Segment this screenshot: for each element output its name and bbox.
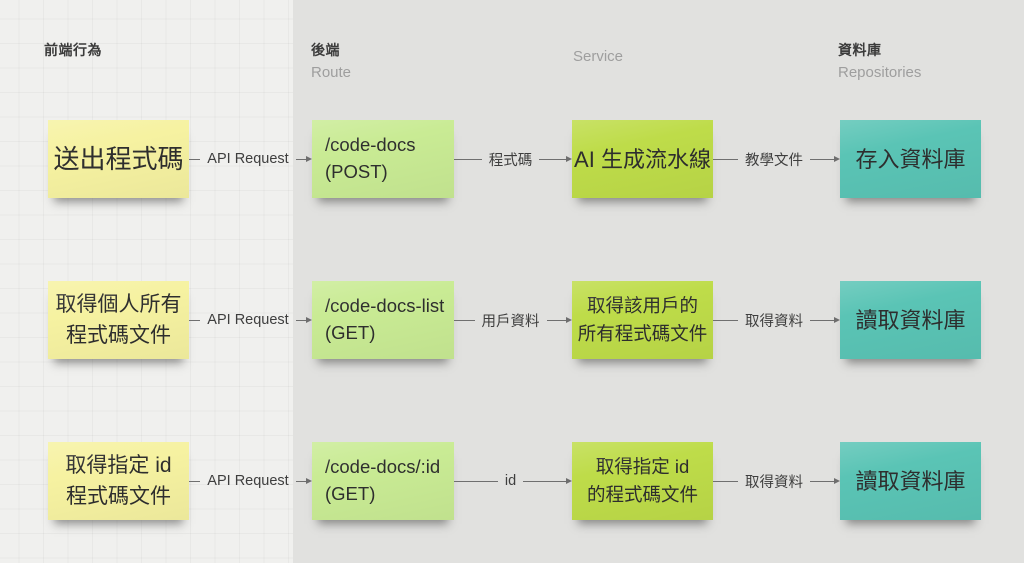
connector-frontend-route[interactable]: API Request <box>189 281 313 359</box>
connector-service-repository[interactable]: 取得資料 <box>713 281 840 359</box>
note-text: 取得指定 id <box>65 453 172 477</box>
arrowhead-icon <box>306 156 313 162</box>
column-subtitle: Route <box>311 64 352 81</box>
connector-line <box>454 480 498 482</box>
connector-label: 用戶資料 <box>481 313 540 330</box>
connector-route-service[interactable]: 程式碼 <box>454 120 572 198</box>
arrowhead-icon <box>834 317 840 323</box>
connector-line <box>546 319 567 321</box>
column-title: 資料庫 <box>838 42 882 58</box>
sticky-note-service[interactable]: 取得該用戶的所有程式碼文件 <box>572 281 713 359</box>
connector-line <box>454 158 482 160</box>
connector-label: API Request <box>207 151 289 167</box>
sticky-note-repository[interactable]: 存入資料庫 <box>840 120 981 198</box>
note-text: /code-docs-list <box>325 295 445 317</box>
column-header-repository: 資料庫 Repositories <box>838 42 921 83</box>
column-title: 後端 <box>311 42 340 58</box>
connector-line <box>295 319 308 321</box>
note-text: 送出程式碼 <box>53 143 184 174</box>
note-text: (GET) <box>325 322 376 343</box>
note-text: 程式碼文件 <box>66 485 171 508</box>
connector-line <box>189 480 201 482</box>
column-header-service: Service <box>573 42 623 67</box>
note-text: 的程式碼文件 <box>586 484 698 505</box>
connector-line <box>189 319 201 321</box>
connector-line <box>713 319 738 321</box>
column-header-frontend: 前端行為 <box>44 42 102 58</box>
sticky-note-service[interactable]: AI 生成流水線 <box>572 120 713 198</box>
flow-row: 送出程式碼 API Request /code-docs (POST) 程式碼 A… <box>0 120 1024 198</box>
arrowhead-icon <box>566 156 572 162</box>
note-text: 程式碼文件 <box>66 324 171 347</box>
note-text: (POST) <box>325 161 388 182</box>
connector-line <box>189 158 201 160</box>
note-text: AI 生成流水線 <box>574 146 711 172</box>
note-text: (GET) <box>325 483 376 504</box>
connector-service-repository[interactable]: 教學文件 <box>713 120 840 198</box>
sticky-note-frontend[interactable]: 取得個人所有程式碼文件 <box>48 281 189 359</box>
column-title: 前端行為 <box>44 42 102 58</box>
arrowhead-icon <box>306 478 313 484</box>
sticky-note-frontend[interactable]: 送出程式碼 <box>48 120 189 198</box>
note-text: 讀取資料庫 <box>855 307 966 333</box>
note-text: 讀取資料庫 <box>855 468 966 494</box>
sticky-note-route[interactable]: /code-docs/:id (GET) <box>312 442 454 520</box>
note-text: /code-docs <box>325 134 416 156</box>
connector-label: API Request <box>207 473 289 489</box>
arrowhead-icon <box>566 478 573 484</box>
connector-frontend-route[interactable]: API Request <box>189 120 313 198</box>
connector-frontend-route[interactable]: API Request <box>189 442 313 520</box>
connector-label: 教學文件 <box>745 152 803 169</box>
sticky-note-frontend[interactable]: 取得指定 id 程式碼文件 <box>48 442 189 520</box>
flow-row: 取得指定 id 程式碼文件 API Request /code-docs/:id (… <box>0 442 1024 520</box>
note-text: 取得指定 id <box>595 456 690 478</box>
arrowhead-icon <box>566 317 572 323</box>
arrowhead-icon <box>834 156 840 162</box>
sticky-note-route[interactable]: /code-docs-list (GET) <box>312 281 454 359</box>
connector-service-repository[interactable]: 取得資料 <box>713 442 840 520</box>
column-header-route: 後端 Route <box>311 42 351 83</box>
connector-line <box>454 319 475 321</box>
sticky-note-route[interactable]: /code-docs (POST) <box>312 120 454 198</box>
connector-line <box>539 158 567 160</box>
connector-line <box>810 319 835 321</box>
note-text: 所有程式碼文件 <box>577 323 708 344</box>
sticky-note-repository[interactable]: 讀取資料庫 <box>840 281 981 359</box>
sticky-note-repository[interactable]: 讀取資料庫 <box>840 442 981 520</box>
connector-label: 取得資料 <box>745 474 803 491</box>
connector-line <box>713 480 738 482</box>
note-text: 取得個人所有 <box>55 292 182 316</box>
sticky-note-service[interactable]: 取得指定 id 的程式碼文件 <box>572 442 713 520</box>
flow-row: 取得個人所有程式碼文件 API Request /code-docs-list (… <box>0 281 1024 359</box>
arrowhead-icon <box>834 478 840 484</box>
connector-line <box>295 158 308 160</box>
note-text: 取得該用戶的 <box>586 295 698 317</box>
note-text: 存入資料庫 <box>855 146 966 172</box>
connector-label: id <box>504 473 517 489</box>
connector-line <box>810 480 835 482</box>
connector-line <box>713 158 738 160</box>
connector-line <box>810 158 835 160</box>
note-text: /code-docs/:id <box>325 456 441 478</box>
connector-route-service[interactable]: 用戶資料 <box>454 281 572 359</box>
connector-route-service[interactable]: id <box>454 442 573 520</box>
connector-label: API Request <box>207 312 289 328</box>
column-subtitle: Service <box>573 48 624 65</box>
connector-label: 程式碼 <box>488 152 533 169</box>
connector-label: 取得資料 <box>745 313 803 330</box>
column-subtitle: Repositories <box>838 64 922 81</box>
arrowhead-icon <box>306 317 313 323</box>
connector-line <box>523 480 568 482</box>
connector-line <box>295 480 308 482</box>
